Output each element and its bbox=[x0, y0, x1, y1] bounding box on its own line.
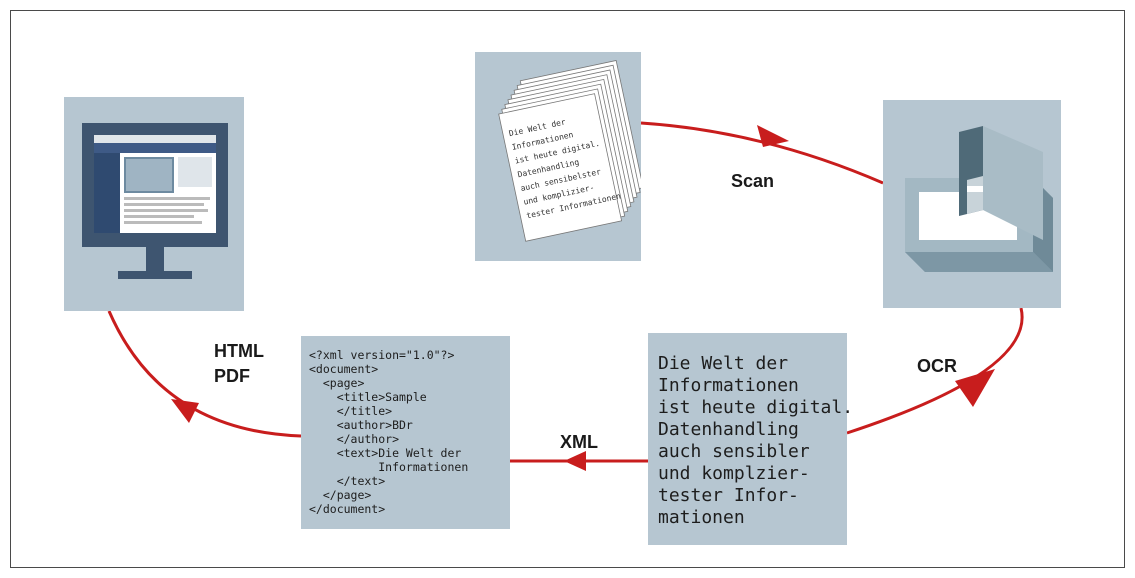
xml-line: Informationen bbox=[309, 460, 469, 474]
ocr-line: Die Welt der bbox=[658, 353, 789, 374]
ocr-label: OCR bbox=[917, 356, 957, 376]
xml-panel: <?xml version="1.0"?> <document> <page> … bbox=[301, 336, 510, 529]
xml-label: XML bbox=[560, 432, 598, 452]
scan-label: Scan bbox=[731, 171, 775, 191]
html-label: HTML bbox=[214, 341, 264, 361]
xml-line: </document> bbox=[309, 502, 386, 516]
xml-line: </title> bbox=[309, 404, 393, 418]
ocr-line: Datenhandling bbox=[658, 419, 799, 440]
xml-line: </page> bbox=[309, 488, 372, 502]
monitor-icon bbox=[82, 123, 228, 279]
xml-line: </author> bbox=[309, 432, 400, 446]
ocr-text-panel: Die Welt der Informationen ist heute dig… bbox=[648, 333, 853, 545]
html-pdf-arrowhead bbox=[171, 399, 199, 423]
scanned-pages-panel: Die Welt der Informationen ist heute dig… bbox=[475, 52, 641, 261]
xml-line: <text>Die Welt der bbox=[309, 446, 462, 460]
ocr-line: auch sensibler bbox=[658, 441, 810, 462]
paper-stack-icon: Die Welt der Informationen ist heute dig… bbox=[498, 60, 641, 242]
ocr-line: und komplzier- bbox=[658, 463, 810, 484]
ocr-arrow bbox=[846, 307, 1024, 435]
pdf-label: PDF bbox=[214, 366, 250, 386]
html-pdf-arrow bbox=[107, 310, 302, 438]
monitor-panel bbox=[64, 97, 244, 311]
xml-line: <document> bbox=[309, 362, 379, 376]
xml-arrowhead bbox=[564, 451, 586, 471]
flow-arrows bbox=[107, 121, 1024, 471]
xml-line: <page> bbox=[309, 376, 365, 390]
ocr-line: tester Infor- bbox=[658, 485, 799, 506]
xml-line: <?xml version="1.0"?> bbox=[309, 348, 455, 362]
ocr-line: mationen bbox=[658, 507, 745, 528]
scanner-icon bbox=[905, 126, 1053, 272]
ocr-line: Informationen bbox=[658, 375, 799, 396]
scanner-panel bbox=[883, 100, 1061, 308]
scan-arrowhead bbox=[757, 125, 789, 147]
xml-line: <title>Sample bbox=[309, 390, 427, 404]
ocr-arrowhead bbox=[955, 369, 995, 407]
xml-line: </text> bbox=[309, 474, 386, 488]
ocr-line: ist heute digital. bbox=[658, 397, 854, 418]
diagram-frame: Die Welt der Informationen ist heute dig… bbox=[10, 10, 1125, 568]
xml-line: <author>BDr bbox=[309, 418, 413, 432]
